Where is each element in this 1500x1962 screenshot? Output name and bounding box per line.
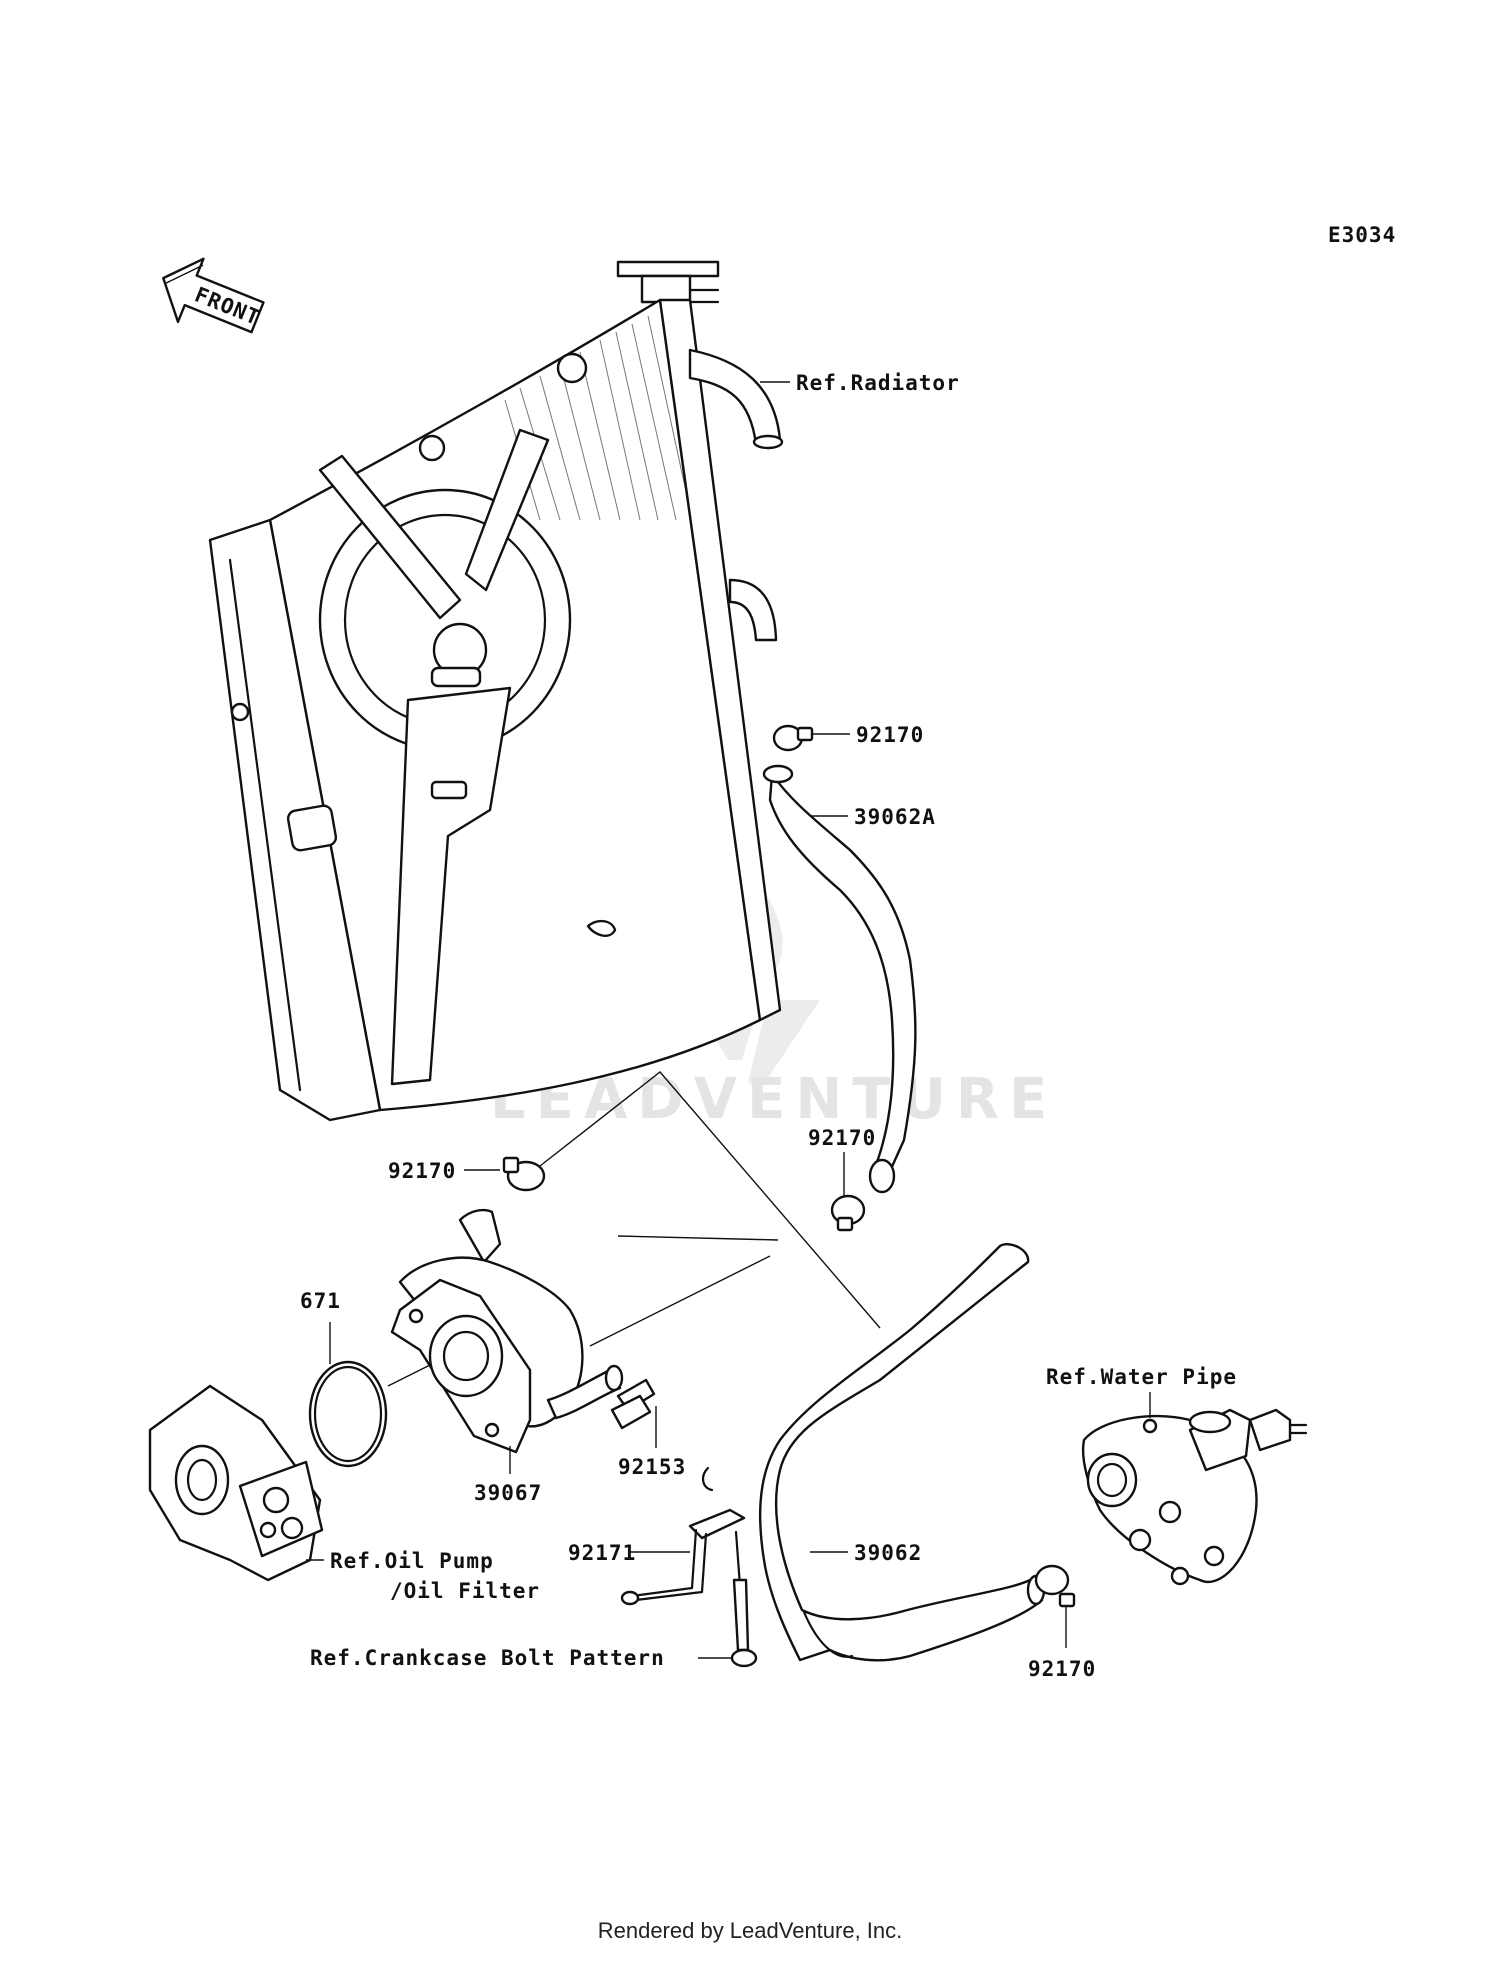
label-39062: 39062	[854, 1541, 922, 1565]
fan-stay-bracket	[390, 686, 512, 1086]
label-92170-mid: 92170	[808, 1126, 876, 1150]
o-ring-671	[308, 1360, 388, 1468]
hose-39062	[758, 1243, 1044, 1662]
hose-clamp-92170-left	[502, 1156, 546, 1192]
label-ref-oil-pump: Ref.Oil Pump	[330, 1549, 494, 1573]
hose-clamp-92170-mid	[830, 1194, 866, 1232]
label-oil-filter: /Oil Filter	[390, 1579, 540, 1603]
radiator-assembly	[208, 260, 784, 1122]
label-92153: 92153	[618, 1455, 686, 1479]
front-arrow-icon: FRONT	[162, 257, 265, 334]
label-92171: 92171	[568, 1541, 636, 1565]
hose-clamp-92170-bottom	[1034, 1564, 1076, 1608]
assembly-line-2	[617, 1235, 779, 1241]
assembly-line-3	[589, 1255, 771, 1347]
label-92170-top: 92170	[856, 723, 924, 747]
crankcase-bolt	[730, 1530, 758, 1668]
oil-pump-oil-filter-housing	[148, 1384, 324, 1582]
label-ref-radiator: Ref.Radiator	[796, 371, 960, 395]
label-39067: 39067	[474, 1481, 542, 1505]
bolt-92153	[610, 1378, 656, 1430]
label-92170-left: 92170	[388, 1159, 456, 1183]
oil-cooler-39067	[390, 1208, 624, 1454]
label-39062a: 39062A	[854, 805, 936, 829]
hose-clamp-92170-top	[772, 724, 814, 752]
label-671: 671	[300, 1289, 341, 1313]
footer-credit: Rendered by LeadVenture, Inc.	[597, 1918, 903, 1943]
clip-92171	[620, 1466, 746, 1606]
assembly-line-1	[539, 1071, 881, 1329]
water-pump-assembly	[1081, 1408, 1308, 1586]
label-ref-crankcase: Ref.Crankcase Bolt Pattern	[310, 1646, 665, 1670]
label-92170-bottom: 92170	[1028, 1657, 1096, 1681]
label-ref-water-pipe: Ref.Water Pipe	[1046, 1365, 1237, 1389]
diagram-code: E3034	[1328, 223, 1396, 247]
